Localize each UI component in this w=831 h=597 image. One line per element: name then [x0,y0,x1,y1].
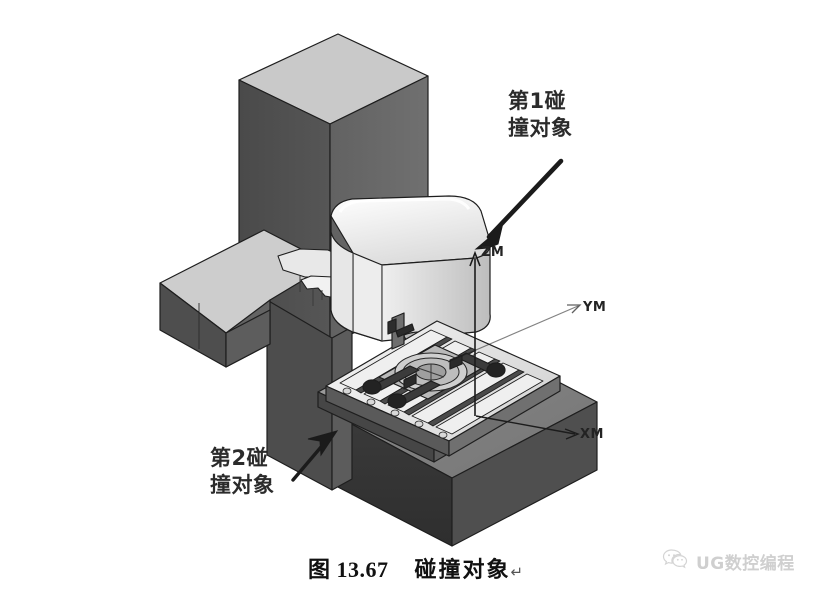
axis-label-ym: YM [583,300,607,315]
watermark-text: UG数控编程 [696,554,795,574]
figure-caption: 图 13.67 碰撞对象↵ [0,552,831,584]
arrow-first-collision-object [474,158,564,250]
spindle-head [330,195,491,342]
machine-group [159,33,598,547]
annotation-arrows [291,158,564,482]
ym-axis-line [447,304,582,363]
annotation-label-second-collision-object: 第2碰 撞对象 [210,446,275,497]
figure-caption-mark: ↵ [510,563,524,581]
figure-caption-number: 图 13.67 [307,557,389,582]
workpiece-clamps [362,352,506,409]
wechat-icon [662,548,688,575]
spindle-guide [387,312,415,350]
figure-caption-title: 碰撞对象 [414,558,511,583]
zm-axis-line [469,250,481,416]
coordinate-axes [447,250,582,440]
axis-label-xm: XM [580,427,604,442]
annotation-label-first-collision-object: 第1碰 撞对象 [508,89,573,140]
xm-axis-line [475,415,580,440]
arrow-second-collision-object [291,430,339,482]
watermark: UG数控编程 [662,548,795,575]
axis-label-zm: ZM [481,245,505,260]
